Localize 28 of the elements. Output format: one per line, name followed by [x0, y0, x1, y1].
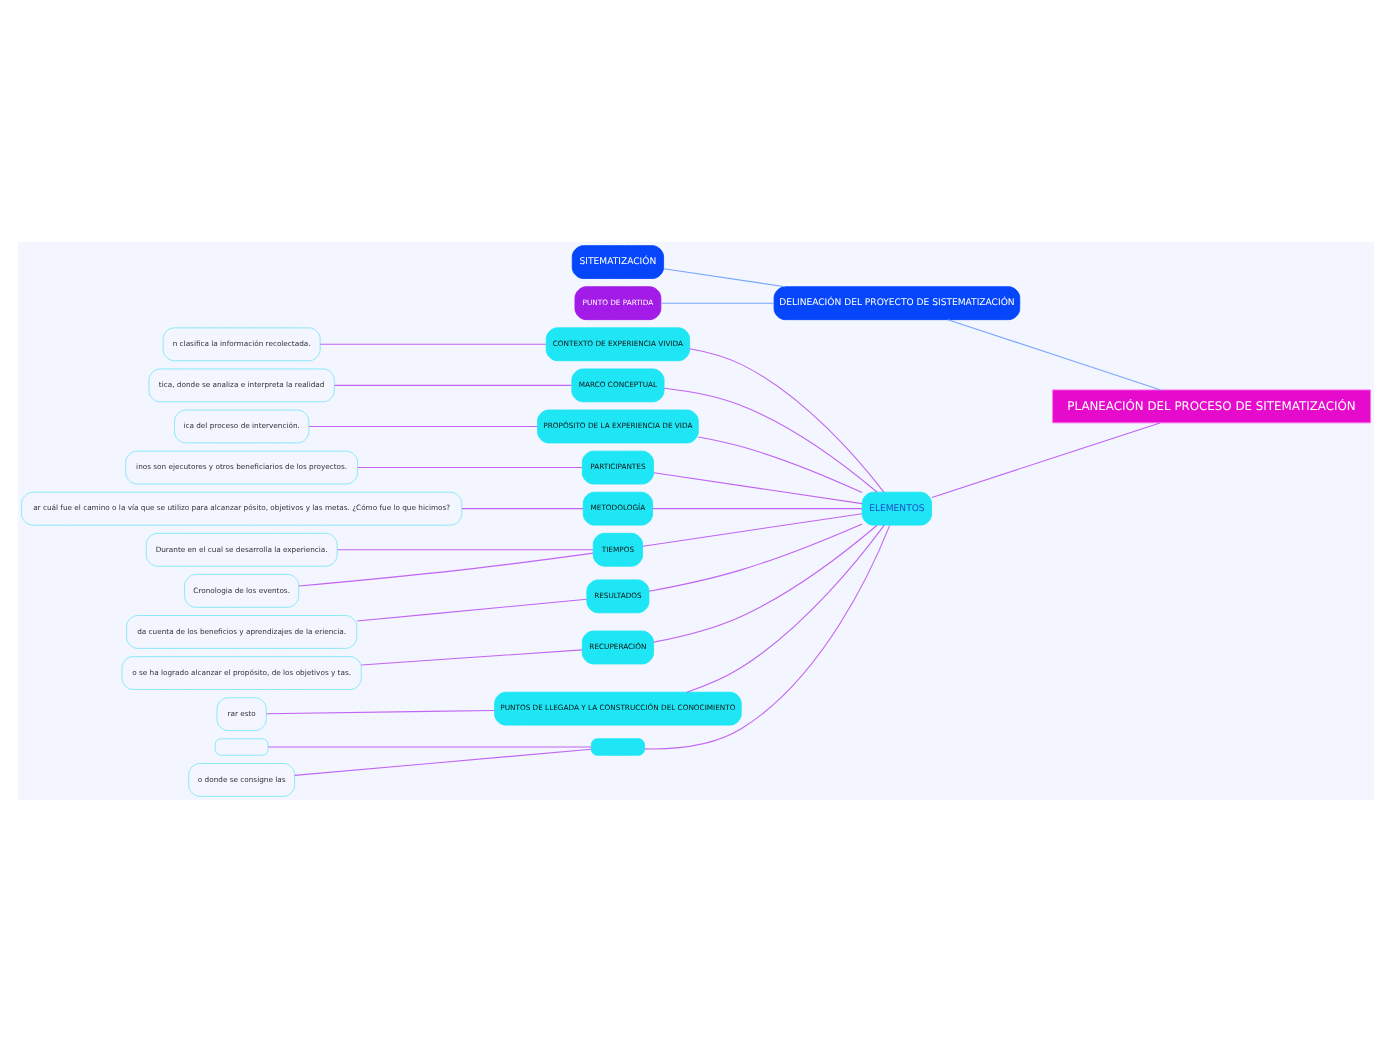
connector	[947, 318, 1162, 390]
connector	[663, 267, 786, 287]
connector	[642, 512, 863, 546]
connector	[689, 347, 885, 492]
connector	[336, 548, 594, 550]
connector	[697, 435, 863, 493]
connector	[461, 507, 584, 509]
connector	[653, 523, 878, 642]
connector	[931, 421, 1161, 498]
connector	[660, 301, 775, 303]
connector	[266, 708, 495, 714]
connector	[298, 551, 594, 586]
node-box	[590, 737, 645, 755]
connector	[643, 523, 891, 749]
connector	[334, 383, 572, 385]
connector	[360, 648, 583, 665]
connector	[294, 747, 592, 775]
connector	[663, 386, 878, 492]
connector	[319, 342, 547, 344]
connector	[267, 745, 592, 747]
connector	[648, 522, 863, 591]
connector	[653, 471, 863, 504]
connector	[686, 523, 885, 692]
connector	[308, 424, 538, 427]
connector	[356, 597, 588, 621]
connector	[357, 466, 583, 468]
node-box	[214, 737, 269, 755]
connector	[652, 507, 863, 509]
